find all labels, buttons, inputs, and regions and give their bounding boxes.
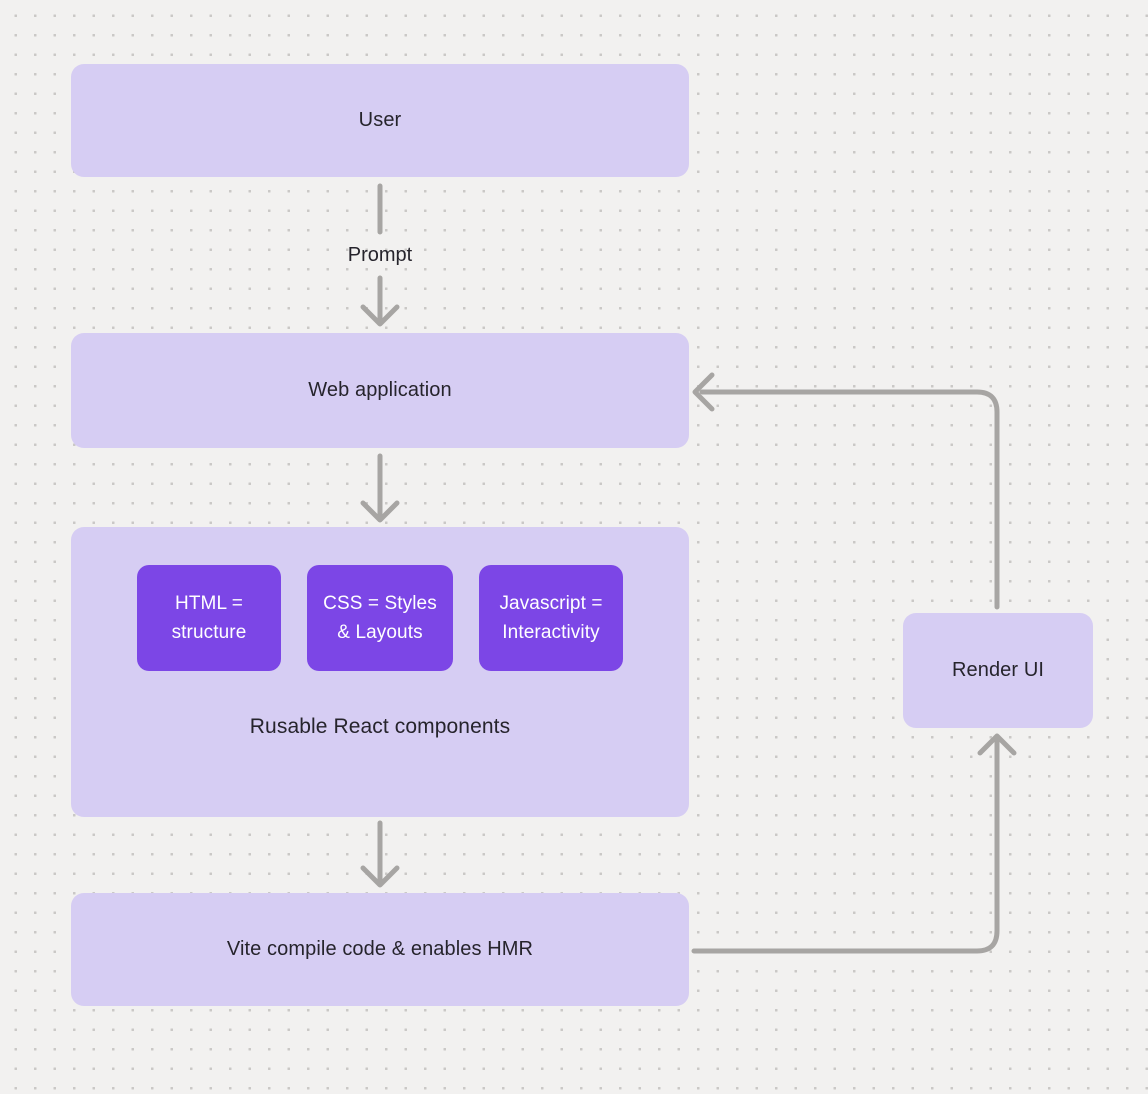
node-web-application-label: Web application: [308, 379, 452, 401]
arrow-down-icon: [360, 500, 400, 523]
arrow-up-icon: [977, 733, 1017, 756]
connector-label-prompt: Prompt: [347, 244, 413, 266]
node-css[interactable]: CSS = Styles & Layouts: [307, 565, 453, 671]
node-render-ui-label: Render UI: [951, 659, 1045, 681]
connector-web-application-to-components[interactable]: [360, 453, 400, 523]
connector-render-ui-to-web-application[interactable]: [692, 372, 1000, 610]
node-components-group-label: Rusable React components: [249, 715, 511, 738]
components-row: HTML = structure CSS = Styles & Layouts …: [137, 565, 623, 671]
connector-vite-to-render-ui[interactable]: [691, 733, 1017, 954]
connector-segment[interactable]: [699, 389, 1000, 610]
connector-segment[interactable]: [691, 738, 1000, 954]
node-javascript-label: Javascript = Interactivity: [499, 593, 603, 643]
arrow-left-icon: [692, 372, 715, 412]
node-vite[interactable]: Vite compile code & enables HMR: [71, 893, 689, 1006]
node-javascript[interactable]: Javascript = Interactivity: [479, 565, 623, 671]
node-components-group[interactable]: HTML = structure CSS = Styles & Layouts …: [71, 527, 689, 817]
node-html[interactable]: HTML = structure: [137, 565, 281, 671]
connector-components-to-vite[interactable]: [360, 820, 400, 888]
node-web-application[interactable]: Web application: [71, 333, 689, 448]
node-user-label: User: [358, 109, 402, 131]
node-css-label: CSS = Styles & Layouts: [323, 593, 437, 643]
connector-user-to-web-application[interactable]: [360, 183, 400, 327]
node-user[interactable]: User: [71, 64, 689, 177]
node-html-label: HTML = structure: [171, 593, 247, 643]
arrow-down-icon: [360, 865, 400, 888]
node-vite-label: Vite compile code & enables HMR: [226, 938, 534, 960]
node-render-ui[interactable]: Render UI: [903, 613, 1093, 728]
arrow-down-icon: [360, 304, 400, 327]
